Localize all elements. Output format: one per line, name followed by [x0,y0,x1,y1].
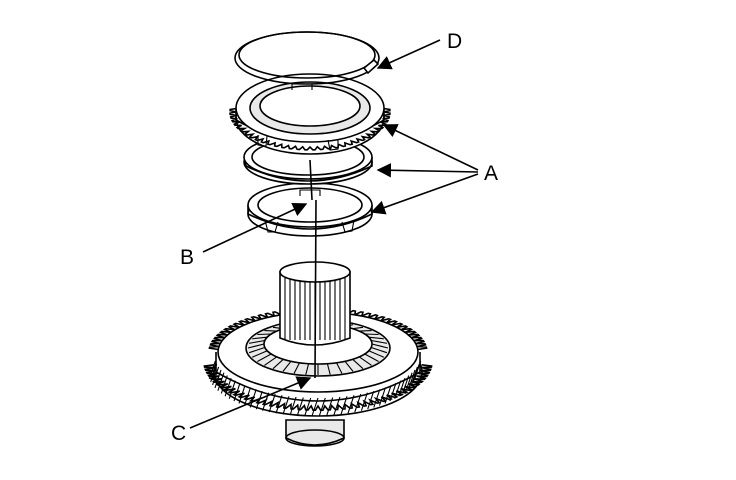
leader-d [376,39,441,70]
callout-d: D [447,30,462,53]
callout-b: B [180,246,194,269]
leader-lines [189,39,479,429]
leader-c [189,376,312,429]
snap-ring [234,31,380,85]
alignment-line-upper [309,159,313,201]
leader-b [202,202,308,253]
leader-a-upper [382,124,479,171]
callout-a: A [484,162,498,185]
leader-a-lower [370,173,479,215]
shaft-bottom-stub [285,419,345,447]
callout-c: C [171,422,186,445]
leader-a-middle [376,163,479,178]
lower-synchro-ring [247,182,373,237]
alignment-line [314,199,317,379]
upper-synchro-ring [229,73,391,155]
